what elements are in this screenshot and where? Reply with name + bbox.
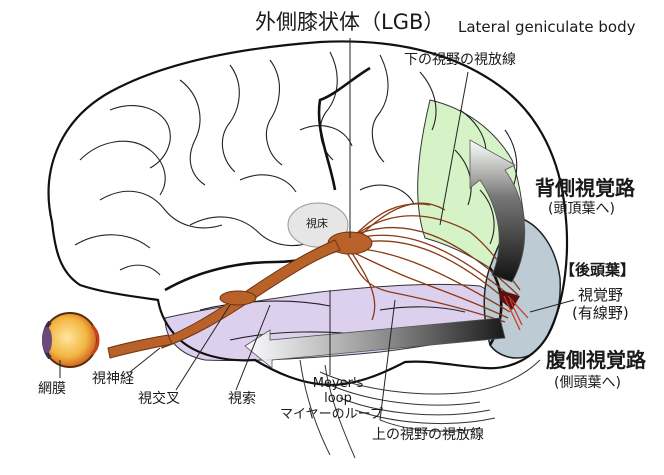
meyer-loop-label-jp: マイヤーのループ xyxy=(280,407,383,422)
lgb-label-en: Lateral geniculate body xyxy=(458,18,636,36)
eye-icon xyxy=(42,312,100,368)
optic-nerve-label: 視神経 xyxy=(92,371,134,387)
meyer-loop-label-en-2: loop xyxy=(324,391,352,406)
lower-field-radiation-label: 下の視野の視放線 xyxy=(404,52,516,68)
meyer-loop-label-en-1: Meyer's xyxy=(312,376,364,391)
sulci-lines xyxy=(74,51,518,341)
dorsal-stream-arrow-icon xyxy=(469,139,526,283)
upper-field-radiation-label: 上の視野の視放線 xyxy=(372,427,484,443)
brain-outline xyxy=(47,40,569,387)
ventral-temporal-label: (側頭葉へ) xyxy=(554,375,621,391)
occipital-lobe-label: 【後頭葉】 xyxy=(560,261,636,279)
optic-chiasm-shape xyxy=(219,290,257,306)
retina-label: 網膜 xyxy=(38,381,66,397)
dorsal-stream-label: 背側視覚路 xyxy=(535,176,635,200)
optic-nerve-shape xyxy=(107,334,173,359)
thalamus-label: 視床 xyxy=(306,217,328,230)
ventral-stream-label: 腹側視覚路 xyxy=(546,348,646,372)
lgb-label-jp: 外側膝状体（LGB） xyxy=(255,10,445,34)
dorsal-parietal-label: (頭頂葉へ) xyxy=(548,201,615,217)
cerebellum xyxy=(299,359,541,459)
visual-cortex-label: 視覚野 xyxy=(578,286,624,304)
striate-area-label: (有線野) xyxy=(572,304,629,322)
optic-tract-label: 視索 xyxy=(228,391,256,407)
optic-chiasm-label: 視交叉 xyxy=(138,391,180,407)
ventral-stream-arrow-icon xyxy=(244,317,506,369)
leader-lines xyxy=(59,38,575,421)
